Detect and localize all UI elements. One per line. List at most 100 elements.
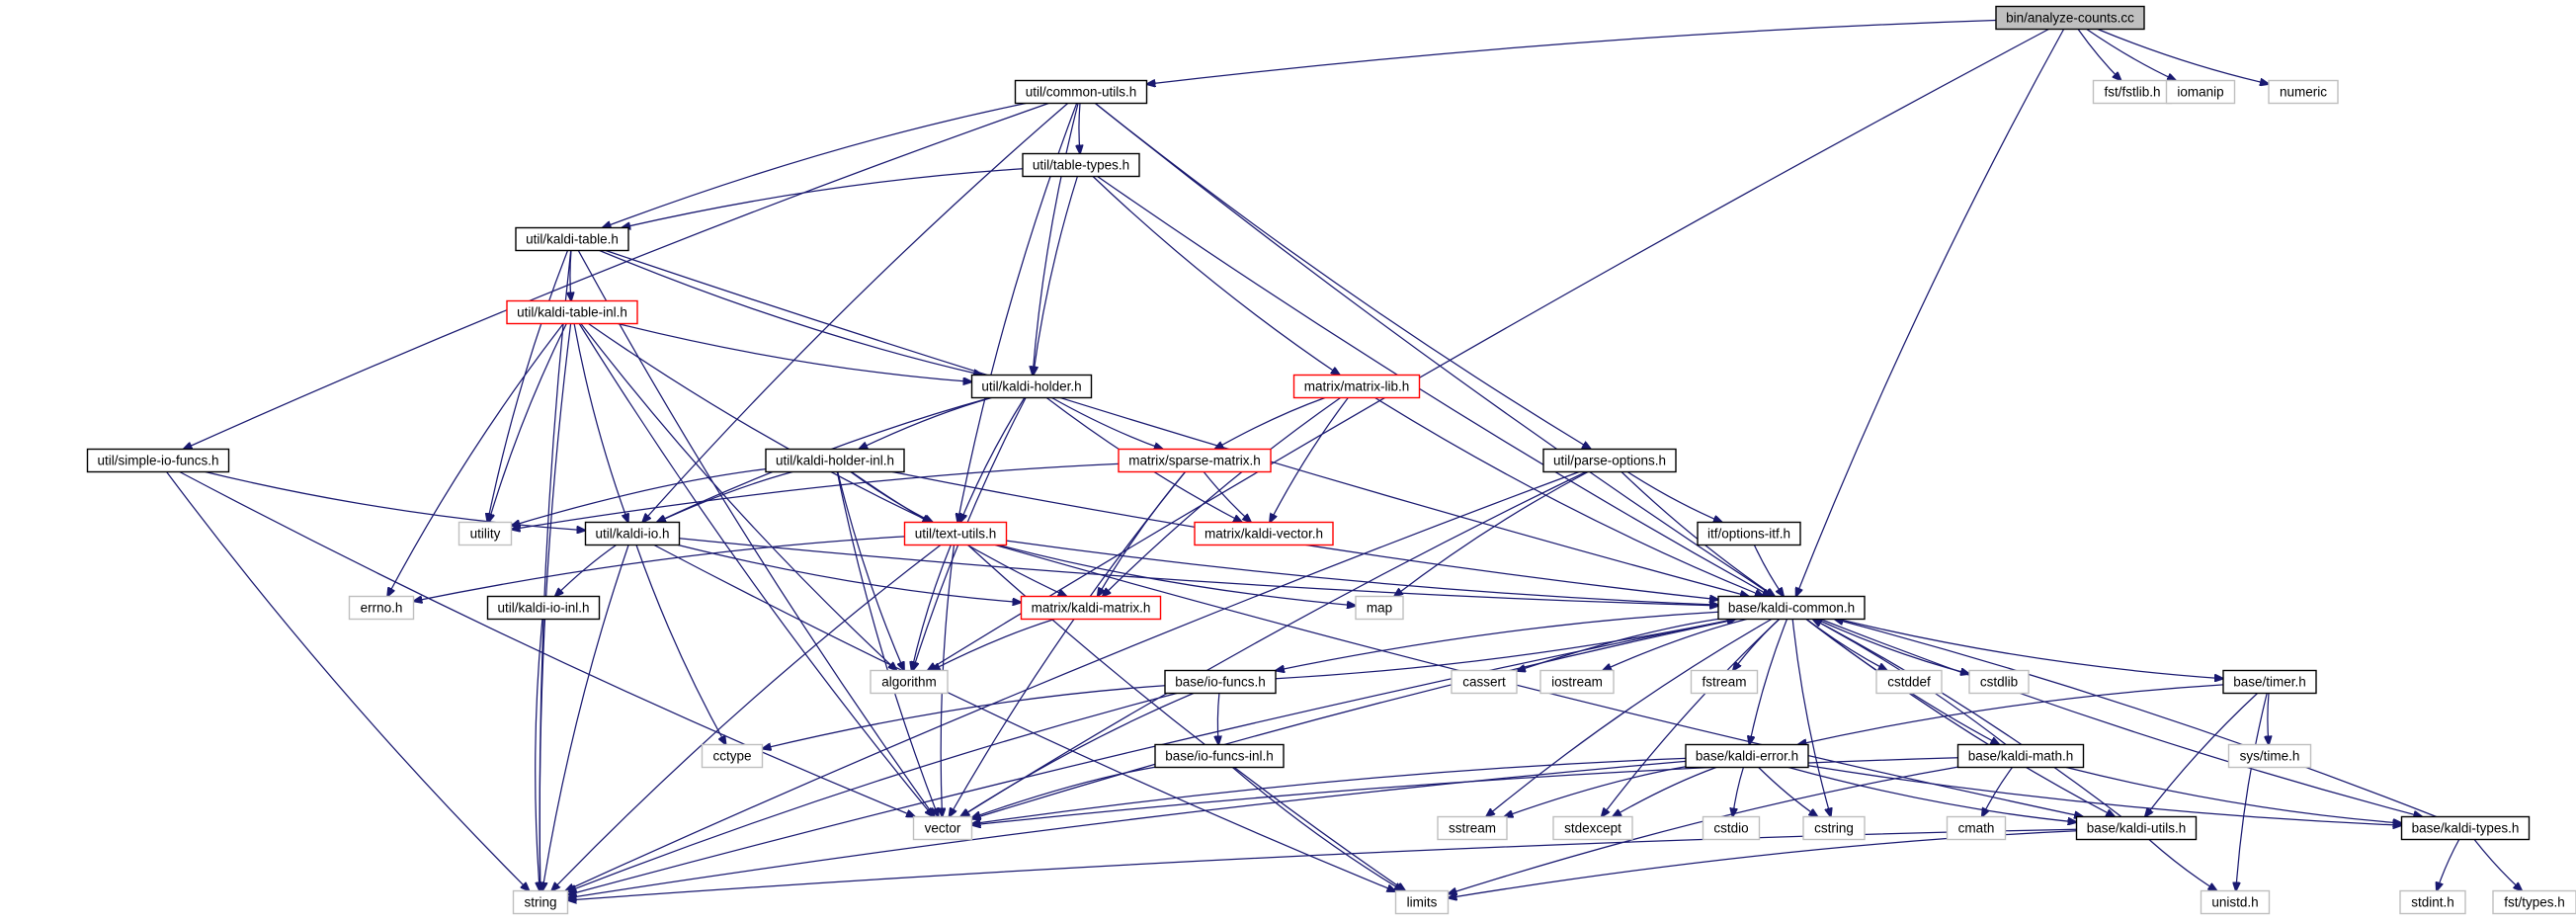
node-kaldi_io[interactable]: util/kaldi-io.h — [584, 521, 681, 546]
edge-common_utils-to-kaldi_table — [603, 102, 1027, 228]
node-box — [584, 521, 681, 546]
edge-kaldi_error-to-cstring — [1758, 767, 1818, 817]
node-sstream: sstream — [1437, 815, 1508, 841]
node-label: cstdlib — [1980, 675, 2018, 690]
node-label: stdexcept — [1564, 821, 1621, 836]
node-label: util/simple-io-funcs.h — [97, 454, 218, 468]
edge-common_utils-to-simple_io — [184, 102, 1049, 450]
node-box — [1164, 669, 1277, 695]
edge-kaldi_io-to-kaldi_matrix — [678, 544, 1021, 603]
node-label: base/kaldi-error.h — [1696, 749, 1798, 764]
node-map: map — [1355, 595, 1404, 621]
edge-io_funcs-to-vector — [960, 692, 1195, 817]
node-kaldi_vector[interactable]: matrix/kaldi-vector.h — [1194, 521, 1334, 546]
edge-timer-to-systime — [2268, 693, 2269, 745]
node-kaldi_common[interactable]: base/kaldi-common.h — [1717, 595, 1866, 621]
node-utility: utility — [457, 521, 513, 546]
node-io_funcs_inl[interactable]: base/io-funcs-inl.h — [1154, 743, 1285, 769]
edge-text_utils-to-string — [551, 545, 942, 891]
node-holder_inl[interactable]: util/kaldi-holder-inl.h — [765, 448, 905, 473]
edge-timer-to-kaldi_utils — [2145, 693, 2259, 817]
node-common_utils[interactable]: util/common-utils.h — [1014, 79, 1148, 105]
edge-options_itf-to-kaldi_common — [1753, 545, 1784, 597]
node-box — [1355, 595, 1404, 621]
node-box — [1194, 521, 1334, 546]
node-box — [1875, 669, 1943, 695]
node-box — [2268, 79, 2339, 105]
node-errno: errno.h — [348, 595, 415, 621]
edge-kaldi_error-to-vector — [972, 757, 1687, 823]
node-label: vector — [925, 821, 961, 836]
node-label: map — [1367, 601, 1392, 616]
node-label: fstream — [1702, 675, 1746, 690]
edge-table_types-to-kaldi_common — [1097, 175, 1772, 597]
node-numeric: numeric — [2268, 79, 2339, 105]
edge-io_funcs-to-string — [568, 692, 1178, 892]
node-kaldi_types[interactable]: base/kaldi-types.h — [2400, 815, 2531, 841]
node-root[interactable]: bin/analyze-counts.cc — [1995, 5, 2145, 31]
node-label: sys/time.h — [2240, 749, 2300, 764]
node-kaldi_math[interactable]: base/kaldi-math.h — [1956, 743, 2085, 769]
node-box — [1956, 743, 2085, 769]
node-sparse[interactable]: matrix/sparse-matrix.h — [1118, 448, 1272, 473]
node-parse_opts[interactable]: util/parse-options.h — [1542, 448, 1677, 473]
node-label: itf/options-itf.h — [1707, 527, 1790, 542]
edge-kaldi_common-to-kaldi_utils — [1805, 619, 2115, 817]
node-label: matrix/kaldi-matrix.h — [1032, 601, 1151, 616]
edge-text_utils-to-map — [998, 544, 1356, 606]
node-label: cstdio — [1713, 821, 1748, 836]
node-box — [701, 743, 764, 769]
node-kaldi_holder[interactable]: util/kaldi-holder.h — [970, 374, 1093, 399]
edge-kaldi_types-to-stdint — [2437, 839, 2460, 891]
node-box — [2492, 889, 2576, 915]
edge-simple_io-to-kaldi_io — [205, 470, 586, 531]
edge-kaldi_math-to-kaldi_types — [2065, 766, 2401, 824]
node-io_inl[interactable]: util/kaldi-io-inl.h — [486, 595, 601, 621]
node-kaldi_table_inl[interactable]: util/kaldi-table-inl.h — [506, 299, 638, 325]
node-label: cctype — [712, 749, 751, 764]
node-box — [1020, 595, 1162, 621]
node-box — [1394, 889, 1450, 915]
edge-kaldi_common-to-cstddef — [1805, 619, 1887, 671]
node-text_utils[interactable]: util/text-utils.h — [903, 521, 1008, 546]
edge-matrix_lib-to-sparse — [1214, 396, 1326, 450]
node-label: bin/analyze-counts.cc — [2006, 11, 2134, 26]
edge-kaldi_error-to-string — [568, 760, 1687, 897]
edge-kaldi_common-to-io_funcs — [1276, 611, 1719, 670]
edge-root-to-algorithm — [928, 28, 2049, 671]
edge-timer-to-unistd — [2236, 693, 2268, 891]
edge-parse_opts-to-map — [1394, 470, 1589, 597]
node-io_funcs[interactable]: base/io-funcs.h — [1164, 669, 1277, 695]
node-kaldi_error[interactable]: base/kaldi-error.h — [1685, 743, 1809, 769]
edge-io_funcs-to-kaldi_common — [1275, 620, 1736, 680]
edge-kaldi_error-to-sstream — [1504, 766, 1687, 817]
node-vector: vector — [912, 815, 973, 841]
node-label: iomanip — [2177, 85, 2223, 100]
node-box — [2399, 889, 2466, 915]
node-kaldi_table[interactable]: util/kaldi-table.h — [515, 226, 629, 252]
node-options_itf[interactable]: itf/options-itf.h — [1697, 521, 1801, 546]
node-simple_io[interactable]: util/simple-io-funcs.h — [86, 448, 230, 473]
node-label: string — [524, 895, 556, 910]
node-label: util/kaldi-table-inl.h — [517, 305, 627, 320]
edge-kaldi_common-to-kaldi_error — [1749, 619, 1788, 745]
node-kaldi_matrix[interactable]: matrix/kaldi-matrix.h — [1020, 595, 1162, 621]
node-label: fst/types.h — [2504, 895, 2565, 910]
node-cstdio: cstdio — [1702, 815, 1761, 841]
edge-kaldi_common-to-timer — [1838, 618, 2224, 679]
edge-kaldi_table-to-kaldi_common — [605, 249, 1749, 597]
node-box — [512, 889, 569, 915]
node-label: algorithm — [881, 675, 937, 690]
edge-root-to-numeric — [2097, 28, 2269, 85]
edge-kaldi_holder-to-holder_inl — [859, 396, 992, 450]
edge-io_funcs-to-cctype — [763, 685, 1166, 749]
node-label: base/kaldi-common.h — [1728, 601, 1855, 616]
node-kaldi_utils[interactable]: base/kaldi-utils.h — [2075, 815, 2198, 841]
node-timer[interactable]: base/timer.h — [2222, 669, 2317, 695]
node-box — [2075, 815, 2198, 841]
node-table_types[interactable]: util/table-types.h — [1022, 152, 1140, 178]
node-label: util/kaldi-table.h — [526, 232, 619, 247]
edge-kaldi_common-to-kaldi_types — [1820, 618, 2422, 817]
node-matrix_lib[interactable]: matrix/matrix-lib.h — [1292, 374, 1421, 399]
